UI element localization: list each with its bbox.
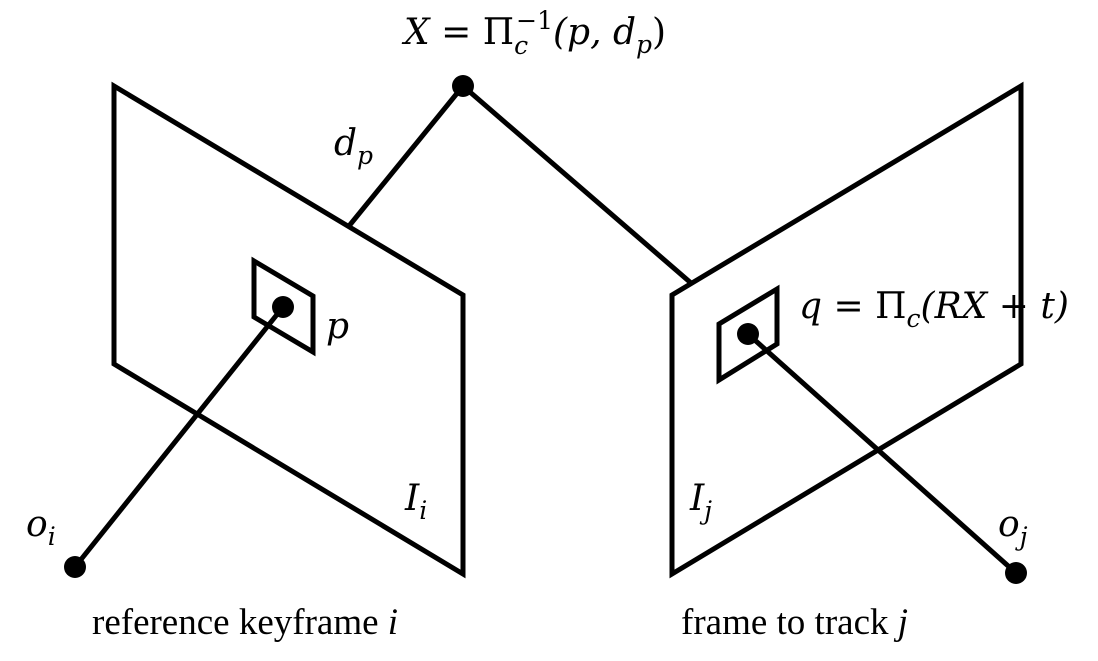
caption-frame-to-track: frame to track j bbox=[681, 602, 908, 643]
depth-label: dp bbox=[334, 123, 373, 170]
point-X bbox=[452, 75, 474, 97]
origin-j-label: oj bbox=[998, 504, 1028, 551]
pixel-p-point bbox=[272, 296, 294, 318]
ray-origin-i-to-p bbox=[73, 305, 285, 569]
ray-q-to-origin-j bbox=[746, 332, 1018, 575]
ray-plane-to-X bbox=[347, 84, 465, 228]
pixel-q-point bbox=[737, 323, 759, 345]
origin-i-label: oi bbox=[26, 504, 56, 551]
pixel-q-label: q = Πc(RX + t) bbox=[799, 286, 1069, 333]
image-j-label: Ij bbox=[689, 478, 712, 525]
ray-X-to-right-plane bbox=[461, 84, 693, 285]
right-image-plane bbox=[669, 81, 1024, 579]
left-image-plane bbox=[111, 81, 466, 579]
image-i-label: Ii bbox=[404, 478, 427, 525]
caption-reference-keyframe: reference keyframe i bbox=[92, 602, 398, 643]
origin-i-point bbox=[64, 556, 86, 578]
pixel-p-label: p bbox=[326, 306, 349, 347]
left-patch bbox=[251, 256, 316, 357]
point-X-label: X = Πc−1(p, dp) bbox=[401, 6, 666, 60]
origin-j-point bbox=[1005, 562, 1027, 584]
right-patch bbox=[716, 284, 780, 385]
